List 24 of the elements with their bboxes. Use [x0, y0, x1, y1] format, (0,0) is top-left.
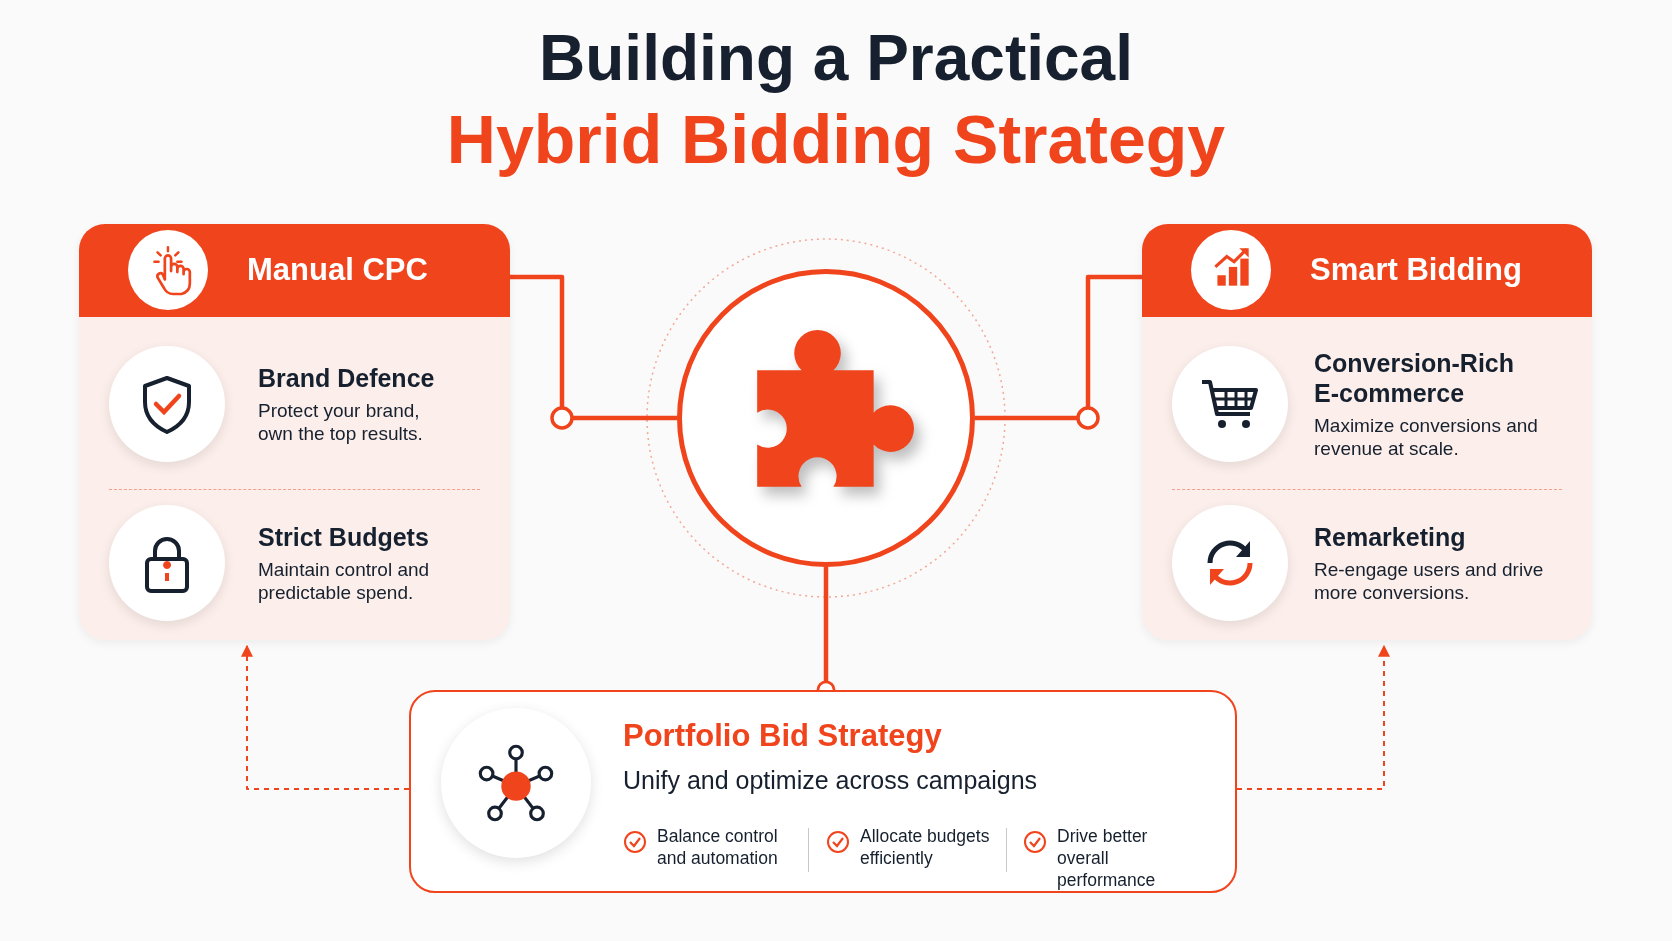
item-title: Remarketing: [1314, 521, 1467, 552]
benefit-text: Balance control and automation: [657, 826, 779, 870]
panel-subtitle: Unify and optimize across campaigns: [623, 766, 1038, 795]
card-title: Smart Bidding: [1310, 252, 1522, 288]
dashed-arrow: [1236, 644, 1390, 790]
card-title: Manual CPC: [247, 252, 428, 288]
item-description: Protect your brand, own the top results.: [258, 398, 424, 446]
benefit-text: Drive better overall performance: [1057, 826, 1157, 892]
subtitle: Hybrid Bidding Strategy: [446, 100, 1226, 179]
title: Building a Practical: [539, 21, 1133, 96]
card-panel: [79, 224, 510, 640]
connector-line: [510, 274, 677, 421]
strategy-panel: [409, 690, 1237, 893]
item-title: Conversion-Rich E-commerce: [1314, 347, 1516, 408]
item-title: Brand Defence: [258, 362, 436, 393]
item-description: Re-engage users and drive more conversions.: [1314, 557, 1545, 605]
benefit-text: Allocate budgets efficiently: [860, 826, 991, 870]
item-description: Maintain control and predictable spend.: [258, 557, 431, 605]
connector-line: [975, 274, 1142, 421]
panel-title: Portfolio Bid Strategy: [623, 718, 942, 754]
card-panel: [1142, 224, 1592, 640]
item-title: Strict Budgets: [258, 521, 430, 552]
item-description: Maximize conversions and revenue at scale.: [1314, 413, 1539, 461]
dashed-arrow: [241, 644, 410, 790]
